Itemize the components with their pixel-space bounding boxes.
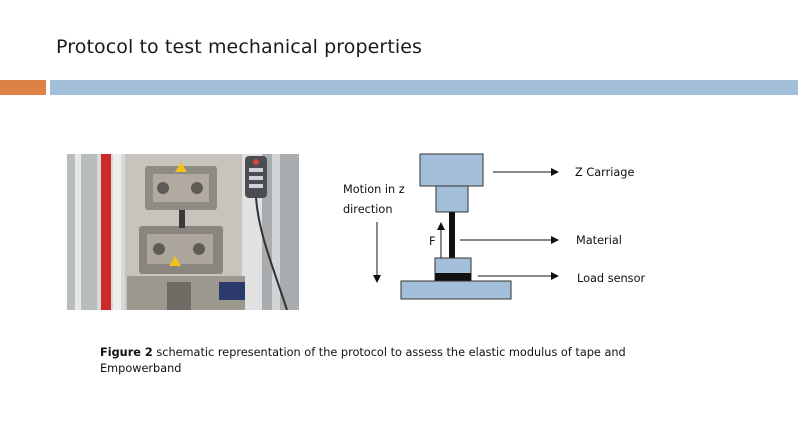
z-carriage-label: Z Carriage: [575, 166, 634, 179]
testing-machine-photo: [67, 154, 299, 310]
motion-label-line1: Motion in z: [343, 183, 405, 196]
accent-bar-orange: [0, 80, 46, 95]
base-plate: [400, 280, 512, 300]
force-label: F: [429, 235, 436, 248]
load-sensor-element: [435, 273, 471, 281]
motion-label-line2: direction: [343, 203, 393, 216]
figure-caption-text: schematic representation of the protocol…: [100, 346, 626, 375]
slide-title: Protocol to test mechanical properties: [56, 36, 423, 58]
material-label: Material: [576, 234, 622, 247]
z-carriage-head: [435, 185, 469, 213]
accent-bar-blue: [50, 80, 798, 95]
z-carriage-box: [419, 153, 484, 187]
load-sensor-label: Load sensor: [577, 272, 645, 285]
figure-caption: Figure 2 schematic representation of the…: [100, 345, 660, 377]
figure-caption-label: Figure 2: [100, 346, 153, 359]
schematic-diagram: Motion in z direction F Z Carriage Mater…: [343, 153, 645, 300]
material-strip: [449, 212, 455, 258]
